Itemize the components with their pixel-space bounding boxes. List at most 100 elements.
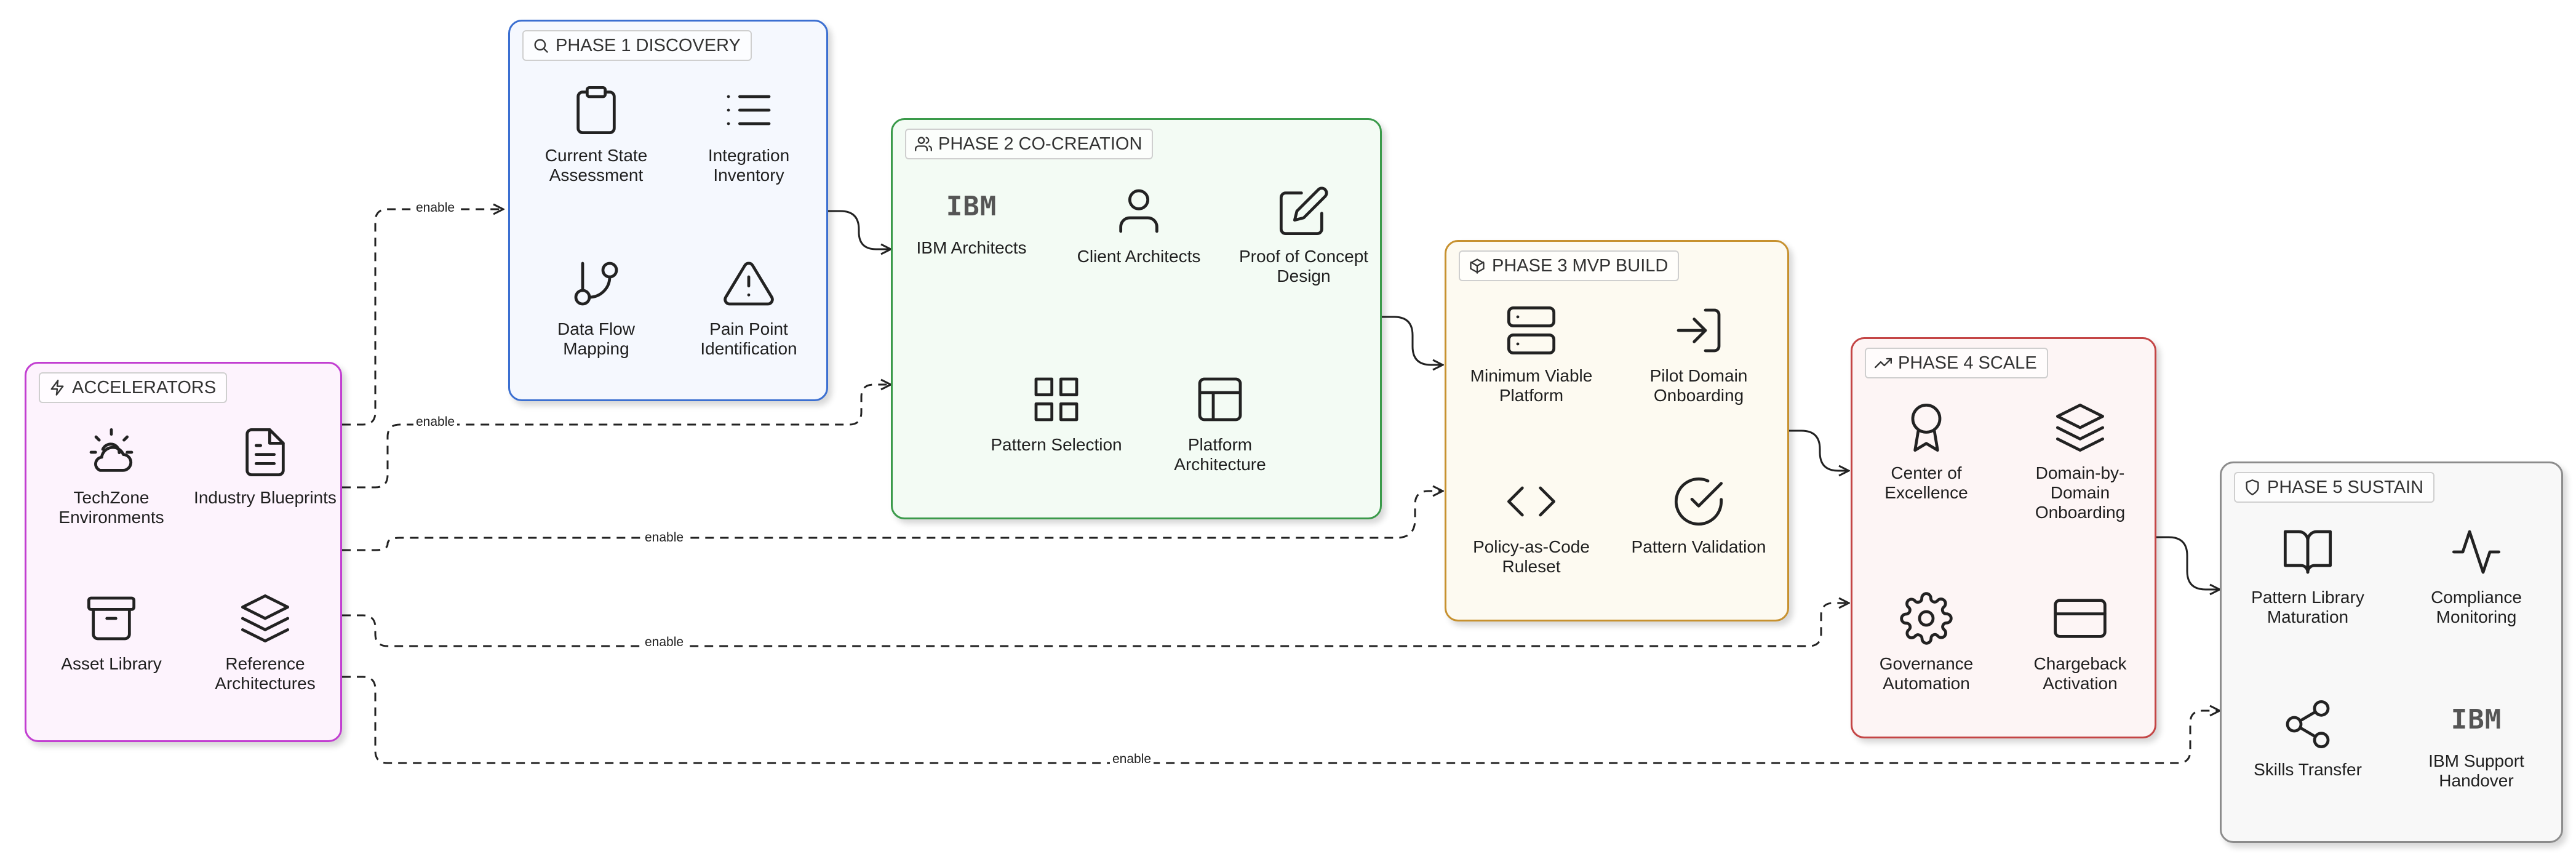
node-label: Data Flow Mapping: [557, 319, 636, 358]
phase1-title: PHASE 1 DISCOVERY: [522, 30, 752, 61]
node-label: Skills Transfer: [2254, 760, 2362, 779]
enable-edge-phase4: [342, 603, 1849, 647]
flow-edge-1-2: [828, 210, 891, 249]
ibm-logo-icon: IBM: [946, 191, 997, 222]
node-policy-as-code-ruleset: Policy-as-Code Ruleset: [1457, 474, 1605, 577]
node-ibm-support-handover: IBM IBM Support Handover: [2403, 697, 2550, 791]
share-icon: [2286, 700, 2330, 749]
node-label: Governance Automation: [1879, 654, 1974, 693]
flow-edge-2-3: [1382, 316, 1443, 365]
ibm-logo-icon: IBM: [2450, 704, 2502, 735]
node-label: Center of Excellence: [1884, 463, 1968, 502]
phase2-group: PHASE 2 CO-CREATION IBM IBM Architects C…: [891, 118, 1382, 519]
phase4-group: PHASE 4 SCALE Center of Excellence Domai…: [1851, 337, 2156, 738]
node-label: Pattern Selection: [991, 435, 1122, 454]
node-current-state-assessment: Current State Assessment: [522, 83, 670, 185]
group-title-text: PHASE 4 SCALE: [1898, 353, 2037, 373]
node-label: Client Architects: [1077, 247, 1201, 266]
layout-icon: [1198, 377, 1242, 422]
users-icon: [915, 137, 932, 151]
node-label: TechZone Environments: [58, 488, 164, 527]
git-branch-icon: [574, 262, 618, 306]
cloud-sun-icon: [89, 428, 134, 472]
node-label: Compliance Monitoring: [2431, 588, 2522, 626]
archive-icon: [87, 596, 136, 641]
book-open-icon: [2283, 530, 2332, 574]
node-label: Pattern Validation: [1631, 537, 1766, 556]
phase5-title: PHASE 5 SUSTAIN: [2234, 472, 2435, 503]
node-label: Pilot Domain Onboarding: [1649, 366, 1748, 405]
enable-edge-phase3: [342, 491, 1443, 551]
enable-edge-phase2: [342, 385, 891, 489]
node-compliance-monitoring: Compliance Monitoring: [2403, 525, 2550, 627]
node-pattern-library-maturation: Pattern Library Maturation: [2234, 525, 2382, 627]
flow-edge-3-4: [1789, 430, 1849, 471]
enable-edge-phase1: [342, 209, 503, 426]
node-label: IBM Architects: [916, 238, 1027, 257]
node-label: Policy-as-Code Ruleset: [1473, 537, 1590, 576]
node-label: Industry Blueprints: [194, 488, 337, 507]
phase1-group: PHASE 1 DISCOVERY Current State Assessme…: [508, 20, 828, 401]
group-title-text: PHASE 2 CO-CREATION: [938, 134, 1142, 154]
node-pain-point-identification: Pain Point Identification: [675, 257, 823, 359]
list-icon: [727, 95, 771, 126]
node-label: Minimum Viable Platform: [1470, 366, 1593, 405]
node-chargeback-activation: Chargeback Activation: [2006, 591, 2154, 693]
accelerators-group: ACCELERATORS TechZone Environments Indus…: [25, 362, 342, 742]
phase2-title: PHASE 2 CO-CREATION: [905, 129, 1154, 159]
layers-icon: [241, 594, 290, 643]
group-title-text: PHASE 5 SUSTAIN: [2267, 477, 2424, 497]
node-label: Chargeback Activation: [2033, 654, 2127, 693]
credit-card-icon: [2054, 599, 2107, 638]
grid-icon: [1034, 377, 1079, 422]
phase3-title: PHASE 3 MVP BUILD: [1459, 250, 1680, 281]
accelerators-title: ACCELERATORS: [39, 372, 228, 403]
node-label: Integration Inventory: [708, 146, 790, 185]
enable-edge-phase5: [342, 676, 2220, 764]
node-data-flow-mapping: Data Flow Mapping: [522, 257, 670, 359]
node-client-architects: Client Architects: [1065, 184, 1213, 266]
node-label: Current State Assessment: [544, 146, 648, 185]
group-title-text: PHASE 1 DISCOVERY: [556, 35, 741, 55]
node-label: Asset Library: [61, 654, 162, 673]
award-icon: [1911, 403, 1942, 452]
node-integration-inventory: Integration Inventory: [675, 83, 823, 185]
node-domain-by-domain-onboarding: Domain-by-Domain Onboarding: [2006, 401, 2154, 522]
package-icon: [1470, 258, 1485, 274]
edit-icon: [1279, 186, 1328, 236]
connector-label: enable: [1110, 752, 1154, 767]
node-pilot-domain-onboarding: Pilot Domain Onboarding: [1625, 303, 1772, 406]
document-icon: [245, 428, 285, 477]
clipboard-icon: [576, 86, 616, 135]
check-circle-icon: [1674, 477, 1723, 526]
flow-edge-4-5: [2156, 536, 2220, 589]
shield-icon: [2246, 479, 2259, 495]
activity-icon: [2452, 530, 2501, 574]
node-label: Platform Architecture: [1174, 435, 1266, 474]
node-label: Pain Point Identification: [700, 319, 797, 358]
node-techzone-environments: TechZone Environments: [38, 425, 185, 527]
node-label: Pattern Library Maturation: [2251, 588, 2364, 626]
node-industry-blueprints: Industry Blueprints: [191, 425, 339, 508]
code-icon: [1507, 486, 1556, 517]
search-icon: [534, 39, 548, 53]
phase3-group: PHASE 3 MVP BUILD Minimum Viable Platfor…: [1445, 240, 1789, 621]
gear-icon: [1900, 592, 1953, 645]
trending-up-icon: [1875, 358, 1892, 369]
connector-label: enable: [642, 530, 687, 545]
layers-icon: [2056, 403, 2105, 452]
connector-label: enable: [413, 201, 458, 215]
node-label: Domain-by-Domain Onboarding: [2035, 463, 2126, 522]
phase4-title: PHASE 4 SCALE: [1865, 348, 2048, 378]
node-asset-library: Asset Library: [38, 591, 185, 674]
node-pattern-selection: Pattern Selection: [983, 372, 1130, 455]
log-in-icon: [1677, 308, 1721, 353]
group-title-text: PHASE 3 MVP BUILD: [1492, 255, 1669, 276]
node-governance-automation: Governance Automation: [1852, 591, 2000, 693]
node-proof-of-concept-design: Proof of Concept Design: [1230, 184, 1378, 286]
connector-label: enable: [642, 635, 687, 650]
node-label: Proof of Concept Design: [1238, 247, 1369, 286]
node-skills-transfer: Skills Transfer: [2234, 697, 2382, 780]
user-icon: [1119, 189, 1158, 233]
